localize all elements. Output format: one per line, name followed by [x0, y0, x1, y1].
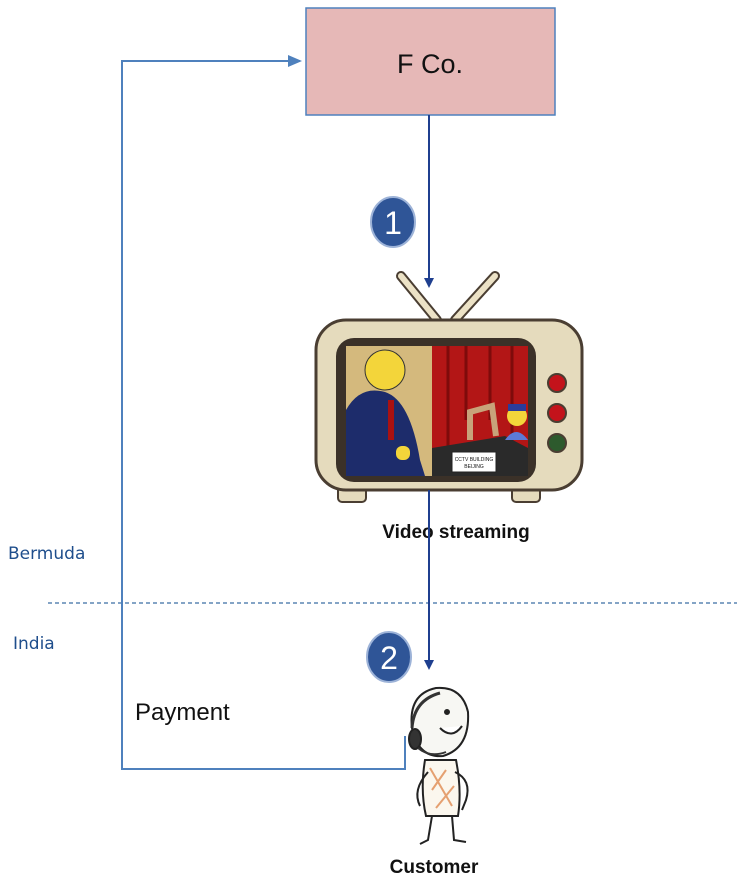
region-label-top: Bermuda [8, 544, 85, 564]
step-number-1: 1 [384, 205, 402, 241]
step-number-2: 2 [380, 640, 398, 676]
tv-caption: Video streaming [382, 522, 529, 543]
tv-plaque-line1: CCTV BUILDING [455, 457, 494, 463]
customer-caption: Customer [390, 857, 479, 878]
payment-label: Payment [135, 699, 230, 726]
tv-plaque-line2: BEIJING [464, 464, 484, 470]
step-badge-1: 1 [370, 196, 416, 248]
customer-icon [408, 686, 470, 845]
company-box [305, 7, 556, 116]
region-label-bottom: India [13, 634, 55, 654]
company-name: F Co. [397, 49, 463, 79]
tv-icon: CCTV BUILDING BEIJING [314, 271, 584, 503]
step-badge-2: 2 [366, 631, 412, 683]
payment-flow-line [121, 55, 406, 770]
